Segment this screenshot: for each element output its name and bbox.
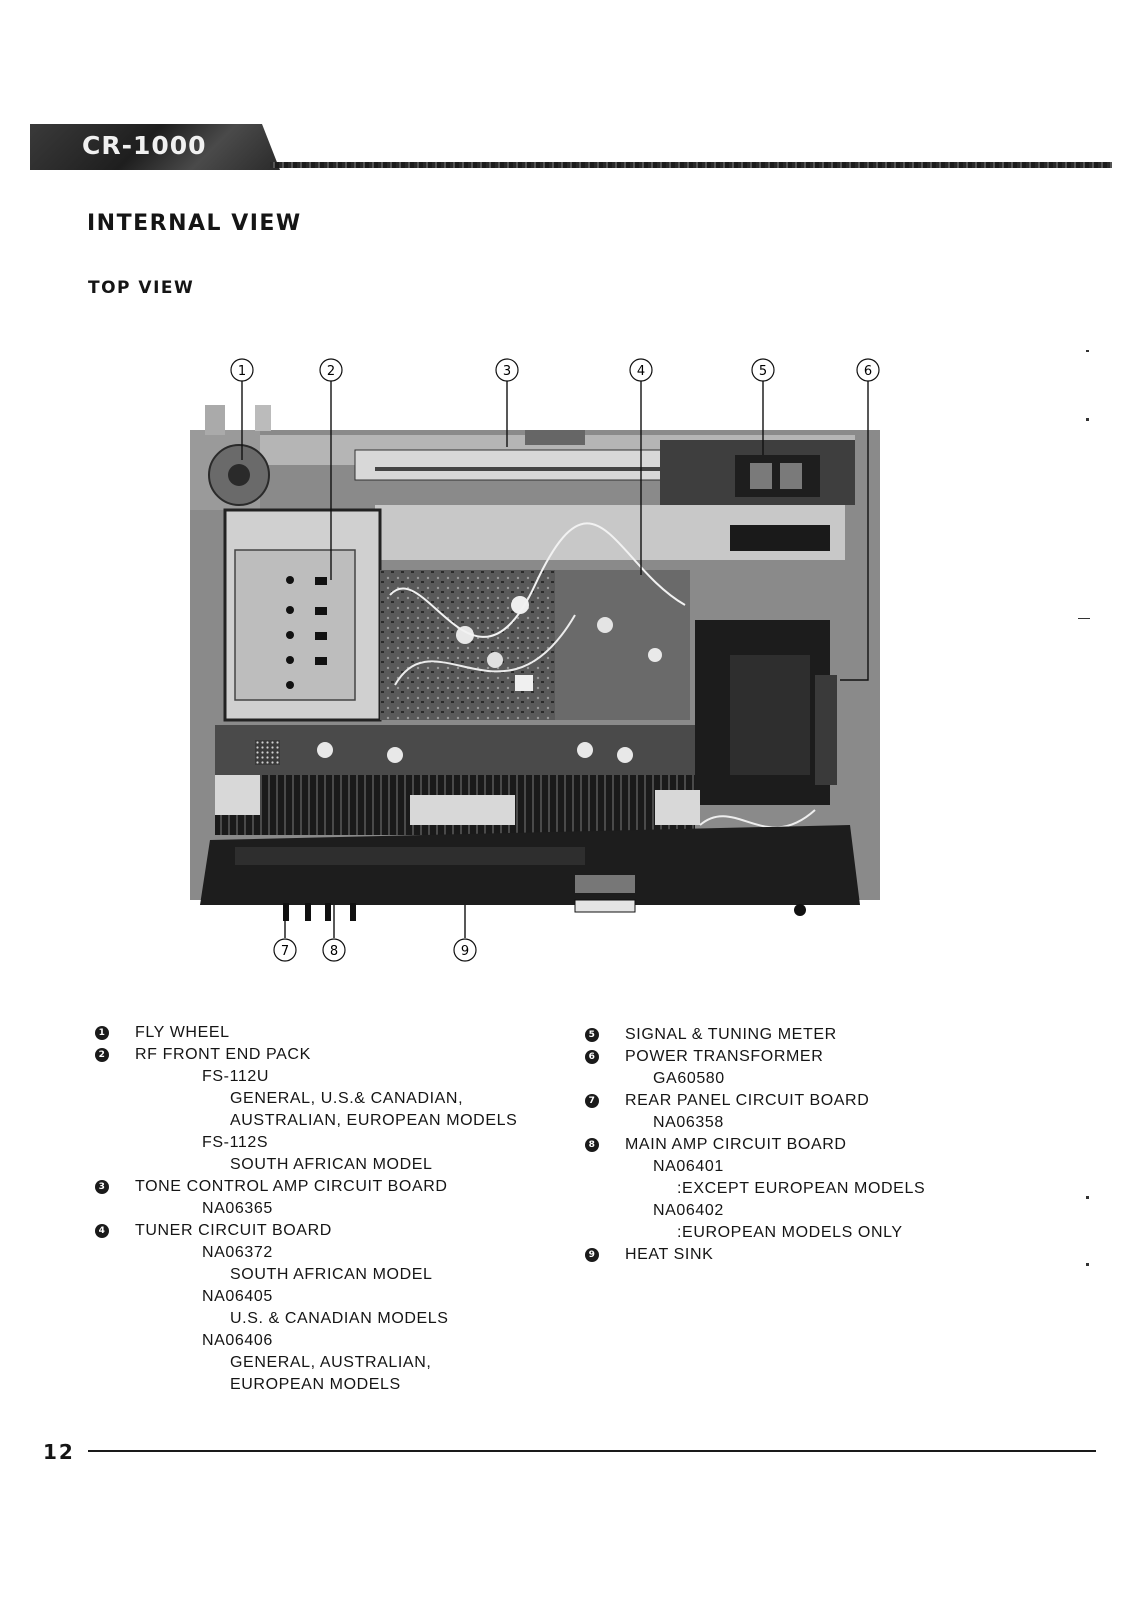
legend-row: GENERAL, AUSTRALIAN,	[230, 1354, 432, 1371]
svg-text:7: 7	[281, 944, 289, 959]
legend-row: FS-112S	[202, 1134, 269, 1151]
number-bullet-icon: 4	[95, 1224, 109, 1238]
callout-1: 1	[230, 358, 254, 382]
svg-text:4: 4	[637, 364, 645, 379]
scan-speck	[1086, 1263, 1089, 1266]
scan-speck	[1086, 350, 1089, 352]
legend-row: EUROPEAN MODELS	[230, 1376, 401, 1393]
legend-row: NA06406	[202, 1332, 273, 1349]
callout-3: 3	[495, 358, 519, 382]
legend-row: NA06365	[202, 1200, 273, 1217]
number-bullet-icon: 5	[585, 1028, 599, 1042]
callout-9: 9	[453, 938, 477, 962]
number-bullet-icon: 2	[95, 1048, 109, 1062]
callout-5: 5	[751, 358, 775, 382]
legend-row: NA06401	[653, 1158, 724, 1175]
legend-row: NA06402	[653, 1202, 724, 1219]
callout-4: 4	[629, 358, 653, 382]
svg-text:2: 2	[327, 364, 335, 379]
number-bullet-icon: 3	[95, 1180, 109, 1194]
legend-row: U.S. & CANADIAN MODELS	[230, 1310, 449, 1327]
legend-row: :EUROPEAN MODELS ONLY	[677, 1224, 903, 1241]
section-title: INTERNAL VIEW	[87, 211, 302, 236]
legend-row: NA06372	[202, 1244, 273, 1261]
page-number: 12	[43, 1440, 75, 1464]
svg-text:8: 8	[330, 944, 338, 959]
callout-6: 6	[856, 358, 880, 382]
model-title: CR-1000	[82, 131, 207, 160]
legend-row: NA06405	[202, 1288, 273, 1305]
scan-speck	[1086, 1196, 1089, 1199]
number-bullet-icon: 9	[585, 1248, 599, 1262]
callout-7: 7	[273, 938, 297, 962]
callout-2: 2	[319, 358, 343, 382]
scan-speck	[1078, 618, 1090, 619]
legend-row: :EXCEPT EUROPEAN MODELS	[677, 1180, 926, 1197]
legend-row: GA60580	[653, 1070, 725, 1087]
svg-text:3: 3	[503, 364, 511, 379]
svg-text:6: 6	[864, 364, 872, 379]
legend-row: NA06358	[653, 1114, 724, 1131]
sub-title: TOP VIEW	[88, 278, 195, 298]
internal-view-photo: 1 2 3 4 5 6 7 8 9	[190, 358, 880, 962]
svg-text:1: 1	[238, 364, 246, 379]
footer-rule	[88, 1450, 1096, 1452]
header-tab	[30, 124, 280, 170]
number-bullet-icon: 6	[585, 1050, 599, 1064]
number-bullet-icon: 7	[585, 1094, 599, 1108]
legend-row: AUSTRALIAN, EUROPEAN MODELS	[230, 1112, 518, 1129]
svg-text:9: 9	[461, 944, 469, 959]
legend-row: SOUTH AFRICAN MODEL	[230, 1266, 433, 1283]
number-bullet-icon: 1	[95, 1026, 109, 1040]
header-rule	[270, 162, 1112, 168]
svg-text:5: 5	[759, 364, 767, 379]
legend-row: FS-112U	[202, 1068, 270, 1085]
number-bullet-icon: 8	[585, 1138, 599, 1152]
legend-row: SOUTH AFRICAN MODEL	[230, 1156, 433, 1173]
scan-speck	[1086, 418, 1089, 421]
legend-row: GENERAL, U.S.& CANADIAN,	[230, 1090, 464, 1107]
callout-8: 8	[322, 938, 346, 962]
